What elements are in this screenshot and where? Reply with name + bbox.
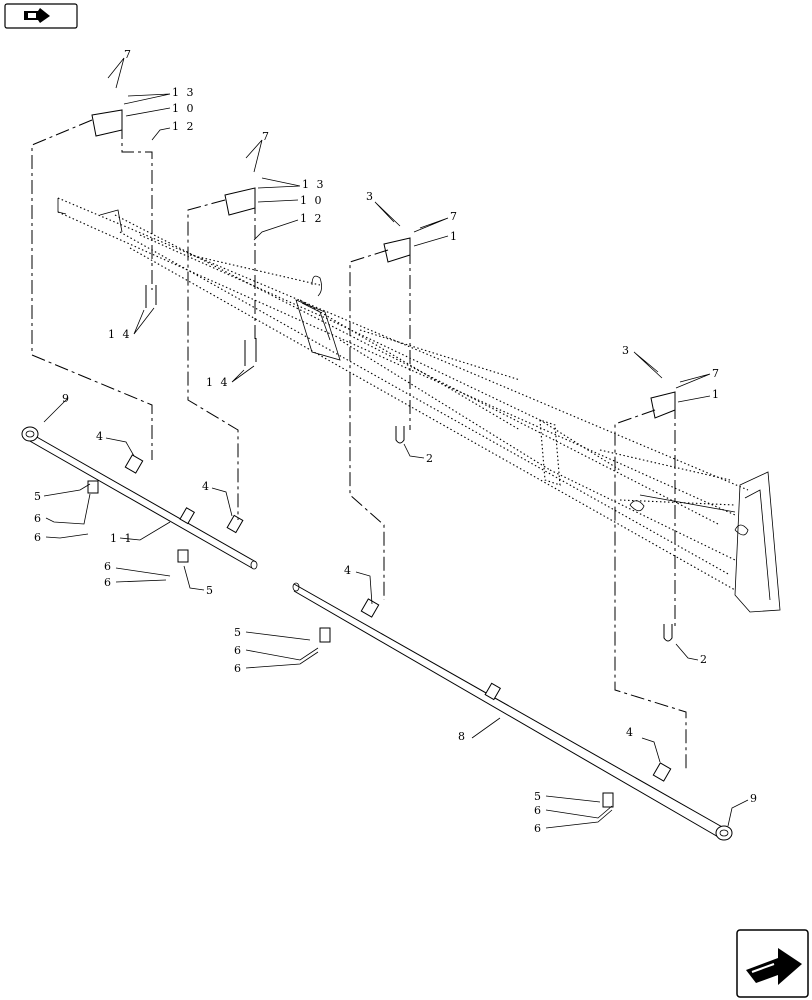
back-button[interactable]: [4, 3, 78, 29]
next-page-button[interactable]: [736, 929, 809, 998]
tube-11: [21, 426, 258, 570]
callout-6: 6: [234, 644, 243, 657]
callout-1: 1: [450, 230, 459, 243]
callouts: 7 1 3 1 0 1 2 7 1 3 1 0 1 2 3 7 1 1 4 1 …: [34, 48, 759, 835]
bolts-14: [145, 285, 257, 366]
callout-5: 5: [234, 626, 243, 639]
callout-7: 7: [124, 48, 133, 61]
callout-6: 6: [534, 804, 543, 817]
assembly-lines: [31, 119, 687, 770]
callout-6: 6: [234, 662, 243, 675]
callout-14: 1 4: [206, 376, 230, 389]
callout-7: 7: [450, 210, 459, 223]
hand-arrow-left-icon: [24, 8, 50, 23]
callout-12: 1 2: [300, 212, 324, 225]
callout-13: 1 3: [172, 86, 196, 99]
page-forward-arrow-icon: [746, 948, 802, 985]
callout-4: 4: [626, 726, 635, 739]
callout-5: 5: [34, 490, 43, 503]
callout-7: 7: [712, 367, 721, 380]
callout-3: 3: [622, 344, 631, 357]
tube-8: [292, 582, 733, 841]
brackets: [91, 109, 676, 419]
callout-10: 1 0: [300, 194, 324, 207]
callout-4: 4: [202, 480, 211, 493]
callout-6: 6: [534, 822, 543, 835]
callout-6: 6: [104, 576, 113, 589]
u-bolts: [395, 426, 673, 642]
callout-7: 7: [262, 130, 271, 143]
callout-12: 1 2: [172, 120, 196, 133]
callout-9: 9: [750, 792, 759, 805]
callout-11: 1 1: [110, 532, 134, 545]
callout-3: 3: [366, 190, 375, 203]
callout-6: 6: [104, 560, 113, 573]
callout-6: 6: [34, 531, 43, 544]
callout-14: 1 4: [108, 328, 132, 341]
callout-13: 1 3: [302, 178, 326, 191]
callout-4: 4: [344, 564, 353, 577]
callout-2: 2: [426, 452, 435, 465]
callout-1: 1: [712, 388, 721, 401]
callout-9: 9: [62, 392, 71, 405]
callout-8: 8: [458, 730, 467, 743]
callout-2: 2: [700, 653, 709, 666]
leader-lines: [43, 57, 749, 829]
callout-5: 5: [534, 790, 543, 803]
callout-10: 1 0: [172, 102, 196, 115]
callout-5: 5: [206, 584, 215, 597]
callout-4: 4: [96, 430, 105, 443]
callout-6: 6: [34, 512, 43, 525]
boom-frame: [57, 197, 781, 613]
